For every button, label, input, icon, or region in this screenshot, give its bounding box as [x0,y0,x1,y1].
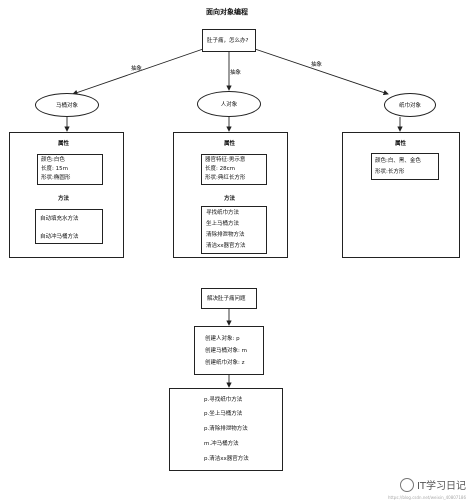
tissue-attr-box: 颜色:白、黑、金色 形状:长方形 [371,153,439,180]
person-method-title: 方法 [224,196,236,202]
toilet-attr-2: 长度: 15m [41,166,68,172]
step-2: p.坐上马桶方法 [204,411,243,417]
person-method-box: 寻找纸巾方法 坐上马桶方法 清除排泄物方法 清洁xx器官方法 [201,206,267,254]
ellipse-tissue-object: 纸巾对象 [384,93,436,117]
ellipse-tissue-label: 纸巾对象 [398,103,421,109]
step-1: p.寻找纸巾方法 [204,397,243,403]
person-object-box: 属性 器官特征:男示意 长度: 28cm 形状:典红长方形 方法 寻找纸巾方法 … [173,132,288,258]
toilet-method-1: 自动填充水方法 [40,216,79,222]
create-tissue: 创建纸巾对象: z [205,360,245,366]
person-attr-2: 长度: 28cm [205,166,235,172]
toilet-attr-3: 形状:椭圆形 [41,175,71,181]
watermark: IT学习日记 [399,477,466,492]
person-method-3: 清除排泄物方法 [206,232,245,238]
ellipse-person-label: 人对象 [220,102,238,108]
edge-label-tissue: 抽象 [311,62,323,68]
toilet-method-box: 自动填充水方法 自动冲马桶方法 [35,209,103,244]
create-person: 创建人对象: p [205,336,240,342]
person-attr-box: 器官特征:男示意 长度: 28cm 形状:典红长方形 [201,154,267,185]
ellipse-toilet-object: 马桶对象 [35,93,99,117]
steps-box: p.寻找纸巾方法 p.坐上马桶方法 p.清除排泄物方法 m.冲马桶方法 p.清洁… [169,388,283,471]
edge-label-toilet: 抽象 [131,66,143,72]
person-method-4: 清洁xx器官方法 [206,243,246,249]
create-toilet: 创建马桶对象: m [205,348,247,354]
watermark-text: IT学习日记 [416,481,466,492]
step-5: p.清洁xx器官方法 [204,456,249,462]
edge-label-person: 抽象 [230,70,242,76]
step-3: p.清除排泄物方法 [204,426,248,432]
ellipse-toilet-label: 马桶对象 [55,103,78,109]
tissue-attr-1: 颜色:白、黑、金色 [375,158,421,164]
solve-box: 解决肚子痛问题 [201,288,257,309]
ellipse-person-object: 人对象 [197,91,261,117]
person-attr-title: 属性 [224,141,236,147]
toilet-attr-1: 颜色:白色 [41,157,65,163]
edge-start-tissue [251,47,389,96]
solve-label: 解决肚子痛问题 [207,296,246,302]
person-method-1: 寻找纸巾方法 [206,210,240,216]
toilet-object-box: 属性 颜色:白色 长度: 15m 形状:椭圆形 方法 自动填充水方法 自动冲马桶… [9,132,124,258]
person-attr-1: 器官特征:男示意 [205,157,246,163]
start-label: 肚子痛，怎么办? [207,38,249,44]
tissue-attr-title: 属性 [395,141,407,147]
edge-start-toilet [72,47,207,96]
toilet-method-2: 自动冲马桶方法 [40,234,79,240]
tissue-attr-2: 形状:长方形 [375,169,405,175]
wechat-icon [399,477,414,492]
step-4: m.冲马桶方法 [204,441,239,447]
source-url: https://blog.csdn.net/weixin_40807186 [387,495,466,500]
diagram-title: 面向对象编程 [206,8,248,16]
person-method-2: 坐上马桶方法 [206,221,240,227]
person-attr-3: 形状:典红长方形 [205,175,246,181]
start-box: 肚子痛，怎么办? [202,29,256,52]
toilet-attr-box: 颜色:白色 长度: 15m 形状:椭圆形 [37,154,103,185]
create-objects-box: 创建人对象: p 创建马桶对象: m 创建纸巾对象: z [194,326,264,375]
toilet-attr-title: 属性 [58,141,70,147]
toilet-method-title: 方法 [58,196,70,202]
tissue-object-box: 属性 颜色:白、黑、金色 形状:长方形 [342,132,460,258]
